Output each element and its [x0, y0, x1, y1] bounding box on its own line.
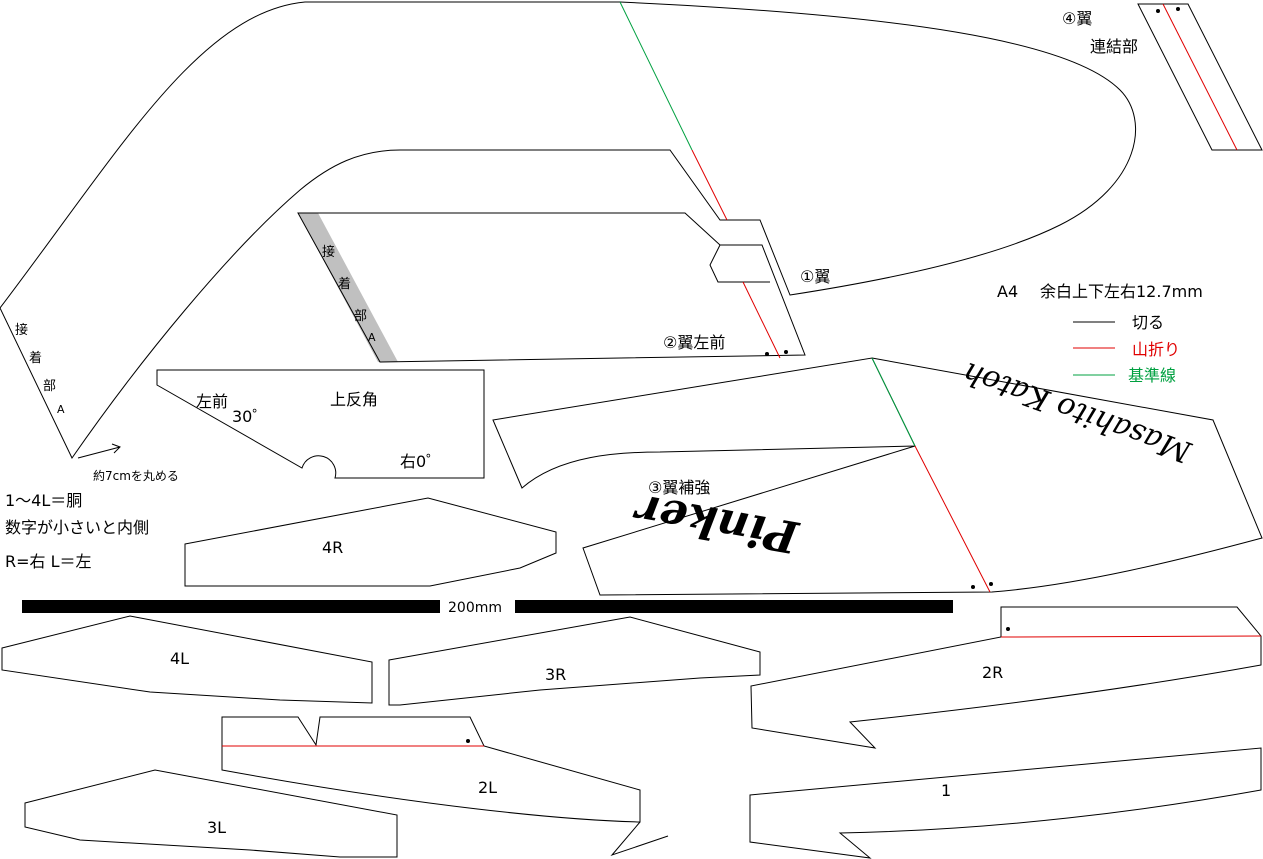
- glue-a-label-1: 接: [322, 244, 335, 260]
- glue-label-3: 部: [43, 379, 56, 394]
- mark-dot: [971, 585, 975, 589]
- fuselage-2l-part: [221, 716, 669, 857]
- fuselage-4l-part: [1, 615, 373, 704]
- scale-bar-label: 200mm: [448, 600, 502, 616]
- scale-bar-left: [22, 600, 440, 613]
- legend-fold-label: 山折り: [1132, 340, 1180, 359]
- fuselage-2r-fold-line: [1000, 635, 1262, 638]
- dihedral-left-angle: 30゜: [232, 407, 268, 426]
- legend-ref-label: 基準線: [1128, 366, 1176, 385]
- fuselage-4r-label: 4R: [322, 538, 343, 557]
- note-sides: R=右 L＝左: [5, 552, 92, 571]
- glue-label-1: 接: [15, 322, 28, 338]
- fuselage-2r-part: [750, 606, 1262, 749]
- mark-dot: [1006, 627, 1010, 631]
- glue-a-label-3: 部: [354, 309, 367, 324]
- round-hint-arrow: [77, 443, 121, 459]
- joint-fold-line: [1162, 3, 1238, 151]
- wing-main-label: ①翼: [800, 267, 830, 286]
- fuselage-3r-label: 3R: [545, 665, 566, 684]
- wing-joint-part: [1137, 3, 1263, 151]
- mark-dot: [989, 582, 993, 586]
- wing-reference-line: [619, 1, 693, 151]
- wing-reinforce-part: [492, 357, 1263, 596]
- dihedral-title: 上反角: [330, 390, 378, 409]
- wing-left-front-part: [297, 212, 806, 363]
- wing-main-part: [0, 1, 1137, 459]
- wing-joint-label-2: 連結部: [1090, 37, 1138, 56]
- margin-label: 余白上下左右12.7mm: [1040, 282, 1203, 301]
- reinforce-fold-line: [914, 445, 991, 593]
- wing-joint-label-1: ④翼: [1062, 9, 1092, 28]
- note-fuselage: 1〜4L＝胴: [5, 491, 82, 510]
- wing-left-front-label: ②翼左前: [663, 333, 725, 352]
- glue-area-a: [298, 213, 398, 362]
- mark-dot: [765, 352, 769, 356]
- scale-bar-right: [515, 600, 953, 613]
- fuselage-2r-label: 2R: [982, 663, 1003, 682]
- brand-signature: Pinker: [629, 483, 804, 562]
- glue-a-label-4: A: [368, 331, 376, 344]
- fuselage-3r-part: [388, 616, 761, 706]
- fuselage-4r-part: [184, 497, 557, 587]
- fuselage-3l-part: [24, 769, 398, 858]
- wing-fold-line: [691, 149, 728, 221]
- mark-dot: [466, 739, 470, 743]
- mark-dot: [1176, 7, 1180, 11]
- dihedral-gauge-part: [156, 369, 485, 479]
- glue-label-2: 着: [29, 350, 42, 366]
- glue-label-4: A: [57, 403, 65, 416]
- note-order: 数字が小さいと内側: [5, 518, 149, 537]
- dihedral-left-label: 左前: [196, 392, 228, 411]
- glue-a-label-2: 着: [338, 276, 351, 292]
- fuselage-3l-label: 3L: [207, 818, 226, 837]
- fuselage-1-part: [749, 747, 1262, 859]
- paper-size-label: A4: [997, 282, 1018, 301]
- wing-reinforce-label: ③翼補強: [648, 478, 710, 497]
- reinforce-reference-line: [871, 357, 916, 447]
- round-hint-text: 約7cmを丸める: [93, 468, 179, 483]
- mark-dot: [1156, 9, 1160, 13]
- mark-dot: [784, 350, 788, 354]
- fuselage-1-label: 1: [941, 781, 951, 800]
- left-front-fold-line: [742, 281, 781, 359]
- fuselage-4l-label: 4L: [170, 649, 189, 668]
- fuselage-2l-label: 2L: [478, 778, 497, 797]
- legend-cut-label: 切る: [1132, 313, 1164, 332]
- dihedral-right-label: 右0゜: [400, 452, 442, 471]
